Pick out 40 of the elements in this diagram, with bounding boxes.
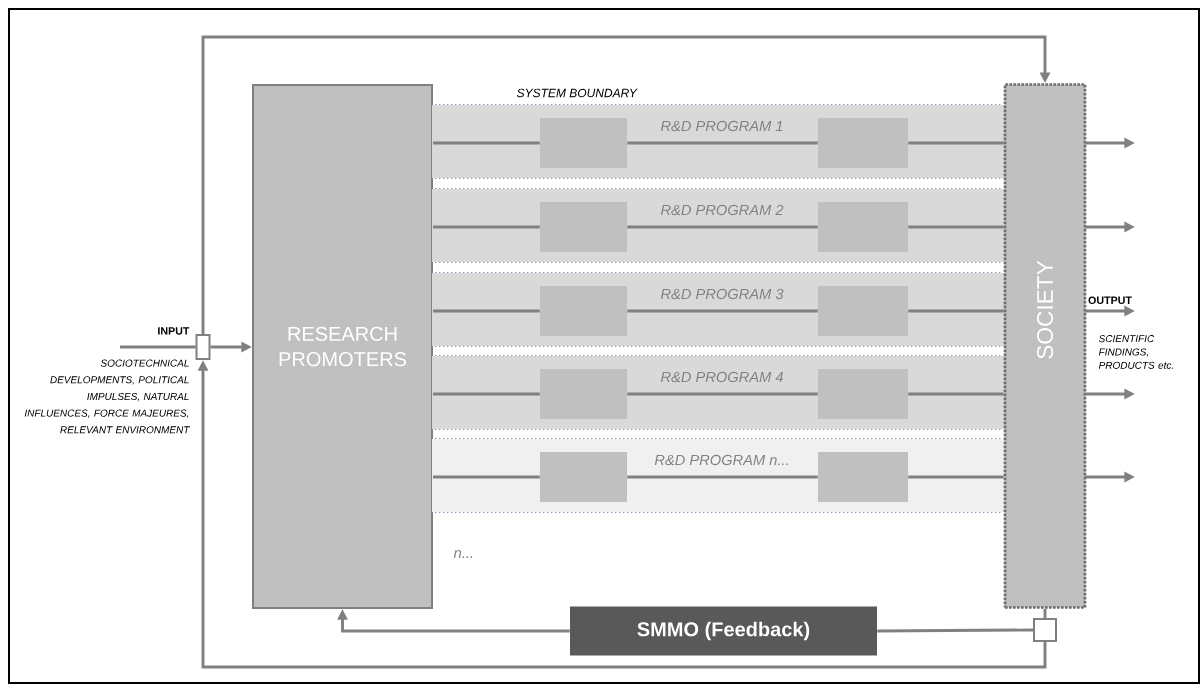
connector-line (627, 225, 818, 229)
stage-box (540, 369, 627, 419)
stage-box (540, 202, 627, 252)
connector-line (433, 309, 540, 313)
connector-line (877, 628, 1033, 633)
stage-box (540, 452, 627, 502)
input-label: INPUT (158, 327, 190, 335)
stage-box (540, 118, 627, 168)
connector-line (908, 309, 1004, 313)
arrow (201, 35, 1051, 334)
stage-box (818, 369, 908, 419)
connector-line (433, 225, 540, 229)
connector-line (120, 345, 196, 349)
connector-line (908, 225, 1004, 229)
stage-box (818, 118, 908, 168)
input-description: SOCIOTECHNICAL DEVELOPMENTS, POLITICAL IMPULSES, NATURAL INFLUENCES, FORCE MAJEURES, RELEVANT ENVIRONMENT (24, 359, 190, 434)
connector-line (908, 392, 1004, 396)
connector-line (627, 475, 818, 479)
stage-box (540, 286, 627, 336)
connector-line (908, 475, 1004, 479)
boundary-label: SYSTEM BOUNDARY (516, 88, 638, 98)
society-box: SOCIETY (1003, 83, 1087, 609)
connector-line (433, 475, 540, 479)
connector-line (627, 392, 818, 396)
process-box: RESEARCH PROMOTERS (252, 84, 433, 609)
stage-box (818, 286, 908, 336)
junction-box (1033, 618, 1057, 642)
connector-line (433, 141, 540, 145)
connector-line (627, 309, 818, 313)
junction-box (195, 334, 211, 360)
connector-line (1043, 608, 1047, 618)
edge-label: OUTPUT (1086, 295, 1134, 306)
stage-box (818, 452, 908, 502)
connector-line (908, 141, 1004, 145)
feedback-box: SMMO (Feedback) (570, 606, 877, 656)
stage-box (818, 202, 908, 252)
connector-line (433, 392, 540, 396)
ellipsis-label: n... (453, 550, 473, 558)
connector-line (627, 141, 818, 145)
output-description: SCIENTIFIC FINDINGS, PRODUCTS etc. (1098, 335, 1173, 369)
